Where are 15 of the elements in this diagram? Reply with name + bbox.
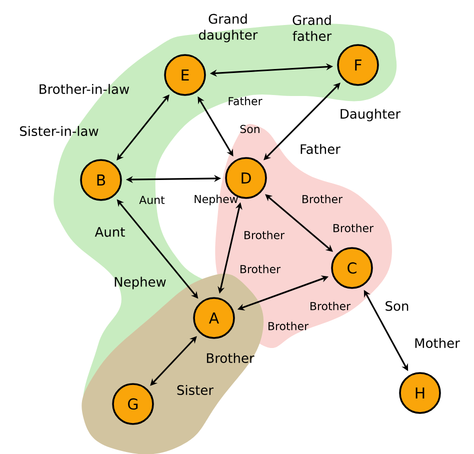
relation-label: Aunt <box>94 227 125 237</box>
relation-label: Son <box>386 301 408 311</box>
relation-label: Brother <box>302 194 343 204</box>
relation-label: Daughter <box>340 108 401 122</box>
relation-label: Brother <box>244 230 285 240</box>
relation-label: Brother <box>240 264 281 274</box>
relation-label: Aunt <box>139 196 165 204</box>
relation-label: Sister <box>177 384 214 396</box>
relation-label: Brother-in-law <box>40 84 130 94</box>
relation-label: Father <box>228 96 262 106</box>
relation-label: Father <box>300 144 340 154</box>
relation-label: Son <box>240 124 260 134</box>
relation-label: Brother <box>310 302 351 310</box>
relation-label: Brother <box>268 322 309 330</box>
relation-label: Brother <box>206 352 254 364</box>
